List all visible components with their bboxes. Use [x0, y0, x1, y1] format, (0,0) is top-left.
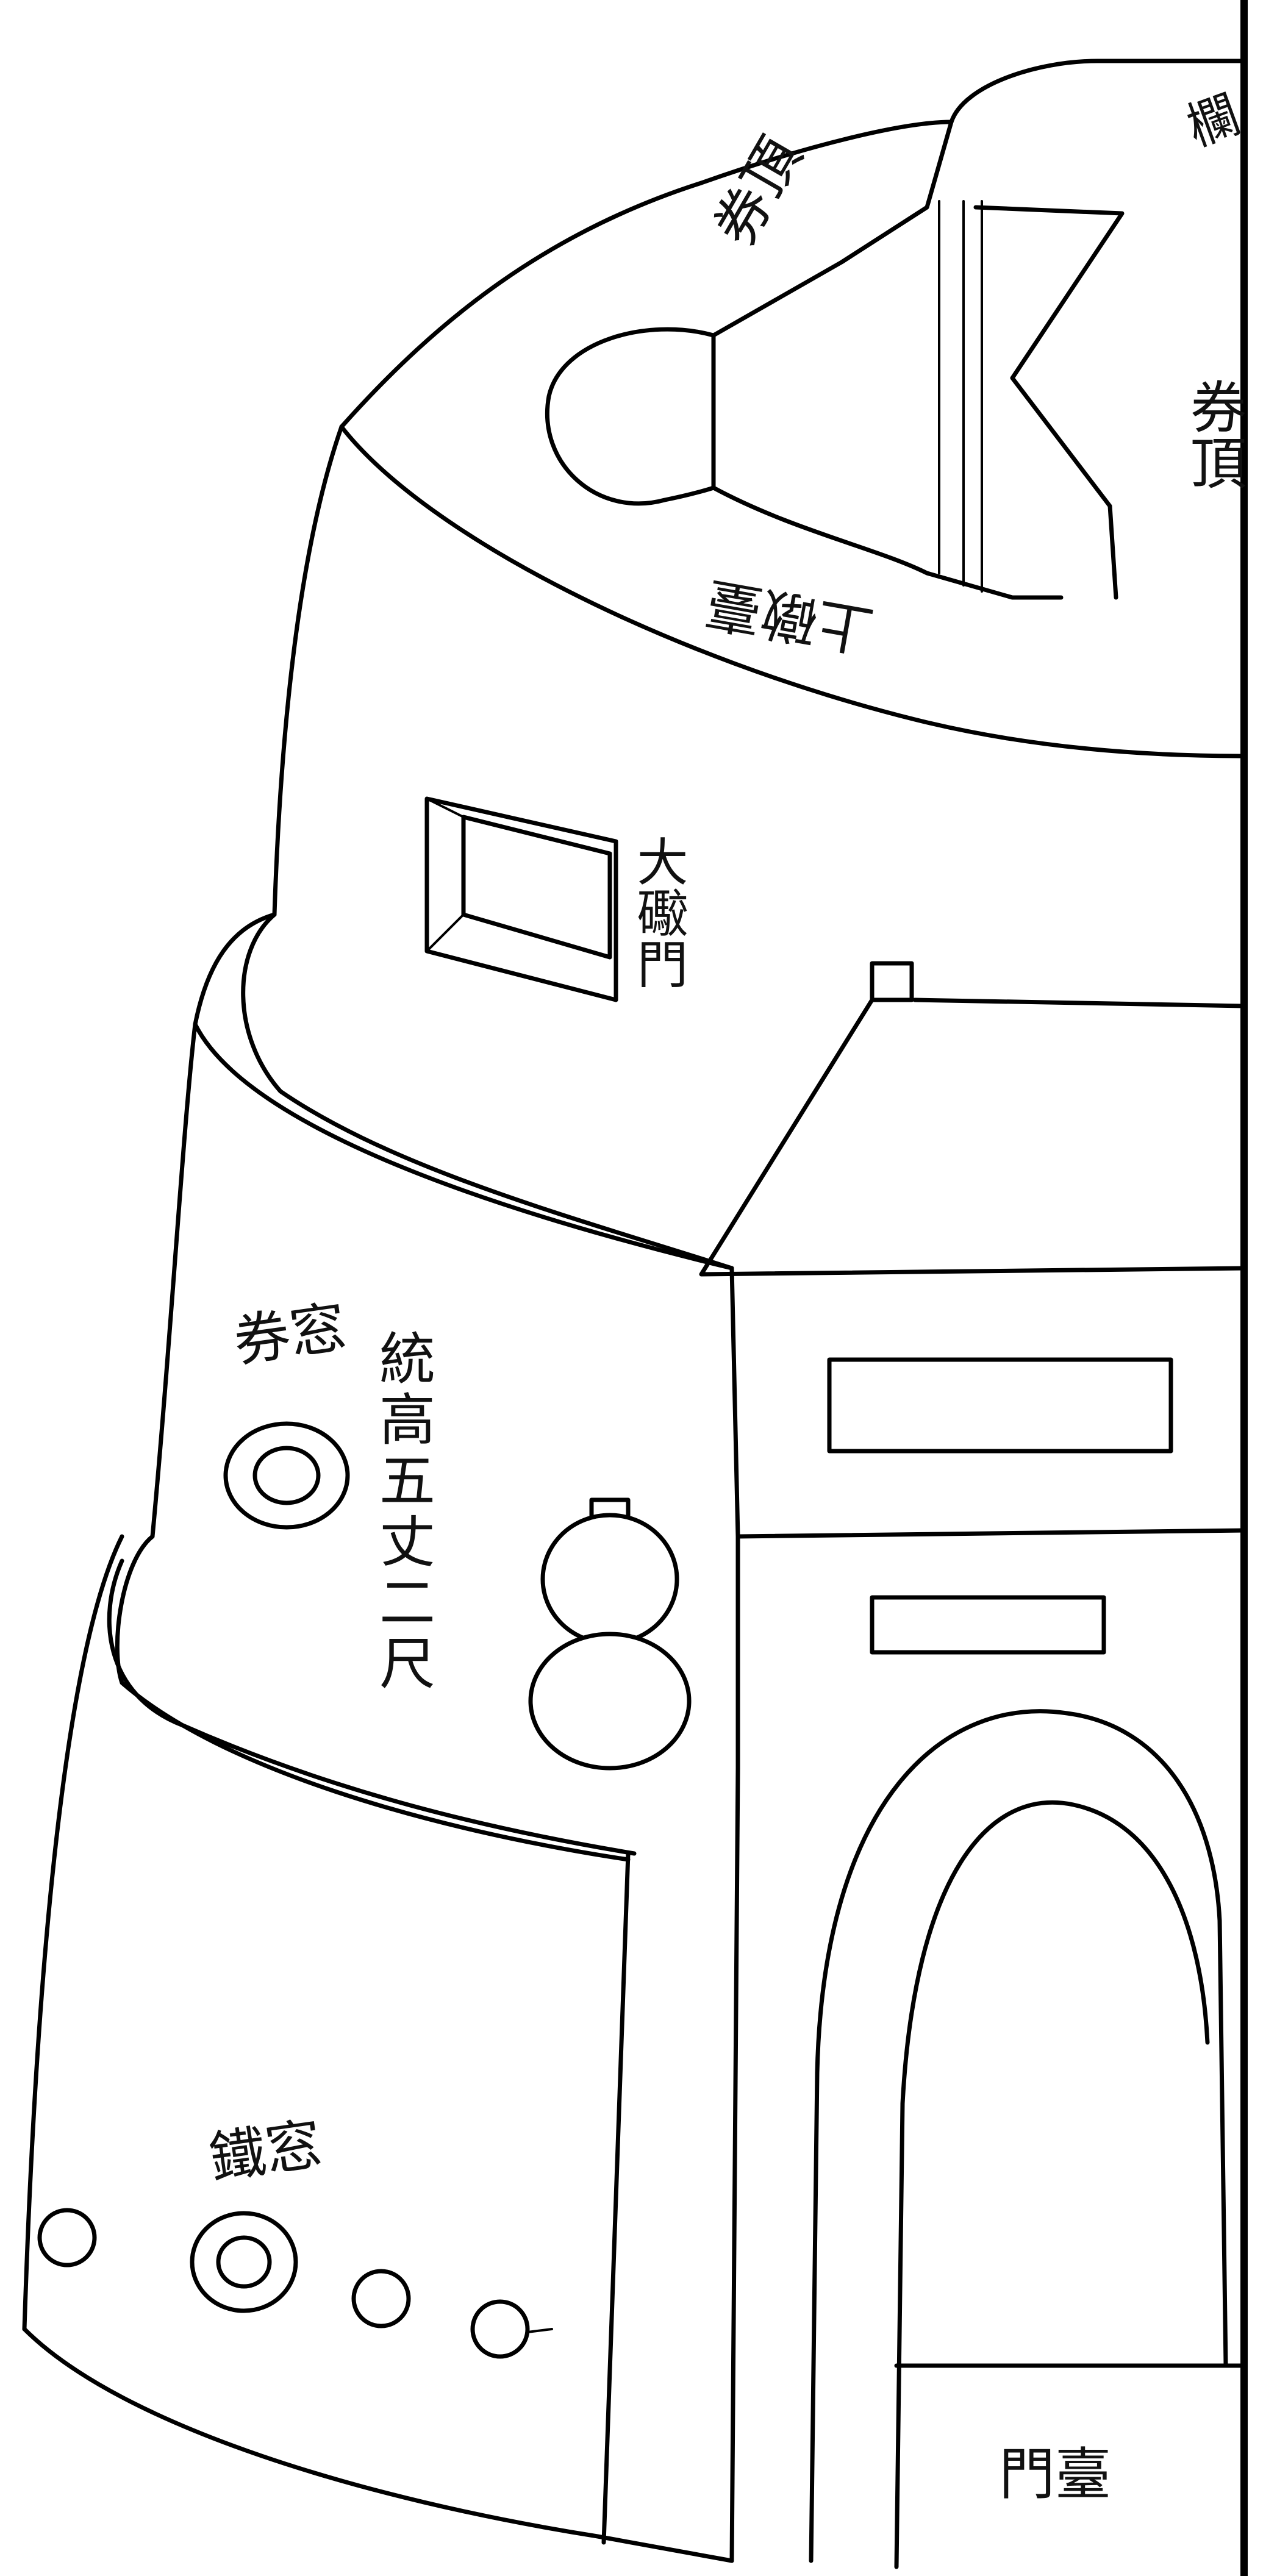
- label-big-gun-port: 大礮門: [629, 835, 689, 989]
- label-coupon-top-right: 券頂: [1181, 378, 1247, 490]
- gatehouse-front-wall: [729, 1266, 1247, 1539]
- gatehouse-roof: [699, 997, 1247, 1277]
- label-upper-platform: 上礅臺: [701, 569, 878, 663]
- svg-text:門臺: 門臺: [999, 2442, 1111, 2507]
- coupon-window-icon: [223, 1421, 350, 1530]
- svg-text:上礅臺: 上礅臺: [701, 569, 878, 663]
- gate-left-pillar: [601, 1534, 740, 2563]
- upper-tier-inner-floor: [711, 485, 1064, 600]
- upper-tier-lower-edge: [339, 424, 1247, 758]
- roof-block: [870, 961, 914, 1002]
- upper-tier-left-wall: [272, 424, 344, 917]
- lower-tier-left-wall: [22, 1534, 124, 2332]
- svg-text:券頂: 券頂: [701, 127, 814, 257]
- lower-tier-ledge: [107, 1558, 637, 1856]
- label-railing: 欄: [1179, 84, 1247, 158]
- label-total-height: 統高五丈二尺: [370, 1329, 435, 1695]
- label-coupon-top-left: 券頂: [701, 127, 814, 257]
- big-gun-port: [424, 796, 618, 1002]
- svg-text:券窓: 券窓: [230, 1294, 350, 1375]
- gate-arch-outer: [809, 1709, 1228, 2563]
- gatehouse-lower-plaque: [870, 1595, 1106, 1655]
- upper-tier-top-outline: [339, 120, 954, 429]
- label-coupon-window: 券窓: [230, 1294, 350, 1375]
- gate-arch-inner: [894, 1800, 1210, 2569]
- lower-tier-bottom-curve: [22, 2327, 734, 2563]
- middle-tier-ledge-inner: [193, 1022, 734, 1271]
- upper-tier-vertical-lines: [938, 200, 983, 593]
- label-arrow-window: 鐵窓: [206, 2111, 326, 2192]
- gourd-ornament: [528, 1497, 692, 1771]
- middle-tier-top-curve: [150, 912, 277, 1539]
- label-gate-platform: 門臺: [999, 2442, 1111, 2507]
- upper-tier-arch-notch-left: [545, 120, 954, 506]
- upper-tier-right-notch: [973, 205, 1125, 600]
- svg-text:鐵窓: 鐵窓: [206, 2111, 326, 2192]
- arrow-window-holes: [37, 2208, 553, 2359]
- gatehouse-plaque: [827, 1357, 1173, 1454]
- upper-tier-right-block: [949, 59, 1247, 124]
- middle-tier-ledge: [241, 912, 734, 1271]
